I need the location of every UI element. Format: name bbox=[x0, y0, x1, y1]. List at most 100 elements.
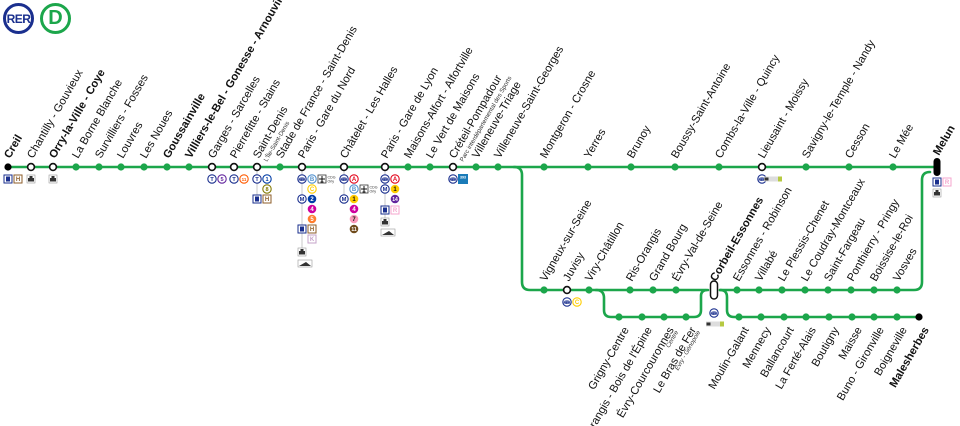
interchange-ring[interactable] bbox=[562, 285, 572, 295]
metro-4-icon[interactable]: 4 bbox=[349, 204, 359, 214]
transilien-train-blue-icon[interactable] bbox=[380, 205, 390, 215]
interchange-ring[interactable] bbox=[48, 162, 58, 172]
station-maisons-alfort-alfortville[interactable] bbox=[404, 163, 412, 171]
station-label[interactable]: Creil bbox=[2, 133, 25, 161]
intercity-train-icon[interactable] bbox=[380, 228, 396, 237]
station-brunoy[interactable] bbox=[627, 163, 635, 171]
stop-dot[interactable] bbox=[540, 286, 548, 294]
station-grigny-centre[interactable] bbox=[615, 313, 623, 321]
station-boissise-le-roi[interactable] bbox=[870, 286, 878, 294]
station-le-plessis-chenet[interactable] bbox=[778, 286, 786, 294]
interchange-ring[interactable] bbox=[252, 162, 262, 172]
stop-dot[interactable] bbox=[893, 313, 901, 321]
tzen-4-icon[interactable] bbox=[706, 321, 724, 327]
metro-icon[interactable]: M bbox=[339, 194, 349, 204]
transilien-train-blue-icon[interactable] bbox=[932, 177, 942, 187]
rer-icon[interactable]: RER bbox=[297, 174, 307, 184]
stop-dot[interactable] bbox=[626, 286, 634, 294]
station-juvisy[interactable] bbox=[562, 285, 572, 295]
station-saint-denis[interactable] bbox=[252, 162, 262, 172]
stop-dot[interactable] bbox=[780, 313, 788, 321]
station-stade-de-france-saint-denis[interactable] bbox=[276, 163, 284, 171]
parking-icon[interactable] bbox=[48, 174, 58, 184]
stop-dot[interactable] bbox=[540, 163, 548, 171]
transilien-h-icon[interactable]: H bbox=[262, 194, 272, 204]
tram-5-icon[interactable]: 5 bbox=[217, 174, 227, 184]
metro-11-icon[interactable]: 11 bbox=[349, 224, 359, 234]
station-corbeil-essonnes[interactable] bbox=[709, 280, 719, 300]
stop-dot[interactable] bbox=[627, 163, 635, 171]
station-goussainville[interactable] bbox=[163, 163, 171, 171]
stop-dot[interactable] bbox=[802, 313, 810, 321]
stop-dot[interactable] bbox=[185, 163, 193, 171]
metro-1-icon[interactable]: 1 bbox=[390, 184, 400, 194]
station-orangis-bois-de-l-epine[interactable] bbox=[638, 313, 646, 321]
rer-icon[interactable]: RER bbox=[339, 174, 349, 184]
stop-dot[interactable] bbox=[870, 286, 878, 294]
tram-icon[interactable]: T bbox=[229, 174, 239, 184]
station-orry-la-ville-coye[interactable] bbox=[48, 162, 58, 172]
station-label[interactable]: Melun bbox=[931, 123, 958, 157]
rer-icon[interactable]: RER bbox=[380, 174, 390, 184]
interchange-ring[interactable] bbox=[339, 162, 349, 172]
rer-c-icon[interactable]: C bbox=[572, 297, 582, 307]
metro-2-icon[interactable]: 2 bbox=[307, 194, 317, 204]
terminus-capsule[interactable] bbox=[933, 158, 941, 176]
rer-b-icon[interactable]: B bbox=[307, 174, 317, 184]
transilien-r-icon[interactable]: R bbox=[942, 177, 952, 187]
station-ballancourt[interactable] bbox=[780, 313, 788, 321]
rer-a-icon[interactable]: A bbox=[390, 174, 400, 184]
metro-7-icon[interactable]: 7 bbox=[349, 214, 359, 224]
station-louvres[interactable] bbox=[117, 163, 125, 171]
station-le-bras-de-fer[interactable] bbox=[682, 313, 690, 321]
stop-dot[interactable] bbox=[778, 286, 786, 294]
metro-icon[interactable]: M bbox=[380, 184, 390, 194]
stop-dot[interactable] bbox=[733, 286, 741, 294]
stop-dot[interactable] bbox=[848, 313, 856, 321]
interchange-capsule[interactable] bbox=[709, 280, 719, 300]
stop-dot[interactable] bbox=[825, 313, 833, 321]
stop-dot[interactable] bbox=[472, 163, 480, 171]
station-label[interactable]: Savigny-le-Temple - Nandy bbox=[800, 38, 878, 161]
station-buno-gironville[interactable] bbox=[870, 313, 878, 321]
station-vigneux-sur-seine[interactable] bbox=[540, 286, 548, 294]
station-villabe[interactable] bbox=[755, 286, 763, 294]
station-chantilly-gouvieux[interactable] bbox=[26, 162, 36, 172]
metro-14-icon[interactable]: 14 bbox=[390, 194, 400, 204]
intercity-train-icon[interactable] bbox=[297, 259, 313, 268]
transilien-train-blue-icon[interactable] bbox=[3, 174, 13, 184]
station-boussy-saint-antoine[interactable] bbox=[671, 163, 679, 171]
station-paris-gare-du-nord[interactable] bbox=[297, 162, 307, 172]
station-villeneuve-triage[interactable] bbox=[472, 163, 480, 171]
tzen-1-icon[interactable] bbox=[764, 176, 782, 182]
interchange-ring[interactable] bbox=[229, 162, 239, 172]
stop-dot[interactable] bbox=[140, 163, 148, 171]
tram-icon[interactable]: T bbox=[207, 174, 217, 184]
station-vosves[interactable] bbox=[893, 286, 901, 294]
station-evry-courcouronnes[interactable] bbox=[660, 313, 668, 321]
station-label[interactable]: Brunoy bbox=[625, 123, 653, 160]
stop-dot[interactable] bbox=[660, 313, 668, 321]
interchange-ring[interactable] bbox=[207, 162, 217, 172]
tram-icon[interactable]: T bbox=[252, 174, 262, 184]
metro-5-icon[interactable]: 5 bbox=[307, 214, 317, 224]
transilien-k-icon[interactable]: K bbox=[307, 234, 317, 244]
station-survilliers-fosses[interactable] bbox=[95, 163, 103, 171]
stop-dot[interactable] bbox=[95, 163, 103, 171]
station-grand-bourg[interactable] bbox=[649, 286, 657, 294]
tram-11-icon[interactable]: 11 bbox=[239, 174, 249, 184]
transilien-h-icon[interactable]: H bbox=[307, 224, 317, 234]
station-paris-gare-de-lyon[interactable] bbox=[380, 162, 390, 172]
station-label[interactable]: Viry-Châtillon bbox=[583, 220, 627, 283]
interchange-ring[interactable] bbox=[26, 162, 36, 172]
station-le-vert-de-maisons[interactable] bbox=[426, 163, 434, 171]
stop-dot[interactable] bbox=[649, 286, 657, 294]
stop-dot[interactable] bbox=[802, 163, 810, 171]
station-evry-val-de-seine[interactable] bbox=[672, 286, 680, 294]
station-ris-orangis[interactable] bbox=[626, 286, 634, 294]
stop-dot[interactable] bbox=[889, 163, 897, 171]
station-le-mee[interactable] bbox=[889, 163, 897, 171]
station-creil[interactable] bbox=[4, 163, 12, 171]
